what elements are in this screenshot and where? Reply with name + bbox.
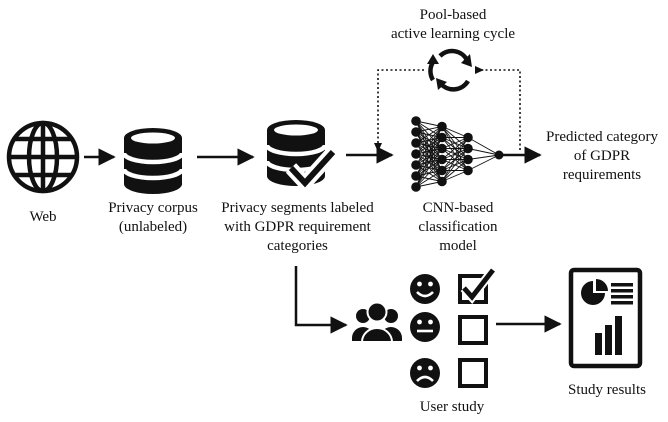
segments-label-line3: categories bbox=[267, 238, 328, 254]
cycle-label: Pool-based active learning cycle bbox=[380, 6, 526, 44]
database-icon bbox=[121, 128, 185, 194]
predicted-label-line3: requirements bbox=[562, 167, 642, 183]
nn-node bbox=[463, 154, 473, 165]
arrow-segments-to-user-study bbox=[294, 266, 348, 334]
user-study-label-text: User study bbox=[419, 399, 485, 415]
cnn-label: CNN-based classification model bbox=[405, 199, 511, 256]
nn-edge bbox=[415, 126, 443, 144]
nn-node bbox=[411, 138, 421, 148]
neural-network-icon bbox=[411, 116, 504, 192]
predicted-label: Predicted category of GDPR requirements bbox=[538, 128, 666, 185]
nn-edge bbox=[415, 137, 443, 188]
refresh-cycle-icon bbox=[428, 48, 470, 92]
nn-edge bbox=[415, 159, 443, 188]
nn-node bbox=[463, 165, 473, 176]
nn-edge bbox=[415, 148, 443, 188]
cycle-label-line1: Pool-based bbox=[419, 7, 487, 23]
nn-edge bbox=[415, 126, 443, 166]
web-label-text: Web bbox=[29, 209, 57, 225]
nn-edge bbox=[415, 126, 443, 155]
nn-node bbox=[437, 165, 447, 176]
nn-edge bbox=[441, 137, 469, 160]
nn-edge bbox=[467, 148, 500, 156]
loop-arrowhead-left bbox=[475, 66, 484, 74]
cnn-label-line3: model bbox=[439, 238, 477, 254]
nn-node bbox=[437, 154, 447, 165]
study-results-label-text: Study results bbox=[568, 382, 646, 398]
nn-edge bbox=[467, 154, 500, 171]
segments-label-line1: Privacy segments labeled bbox=[221, 200, 374, 216]
nn-edge bbox=[467, 137, 500, 156]
users-group-icon bbox=[352, 301, 402, 343]
nn-edge bbox=[415, 126, 443, 177]
corpus-label-line2: (unlabeled) bbox=[118, 219, 188, 235]
predicted-label-line1: Predicted category bbox=[545, 129, 659, 145]
nn-edge bbox=[415, 170, 443, 188]
study-results-label: Study results bbox=[556, 381, 658, 400]
nn-edge bbox=[467, 154, 500, 160]
checkbox-checked-icon bbox=[458, 267, 497, 305]
predicted-label-line2: of GDPR bbox=[573, 148, 631, 164]
nn-node bbox=[463, 132, 473, 143]
segments-label: Privacy segments labeled with GDPR requi… bbox=[210, 199, 385, 256]
smiley-happy-icon bbox=[410, 274, 440, 304]
nn-node bbox=[411, 116, 421, 126]
smiley-neutral-icon bbox=[410, 312, 440, 342]
nn-node bbox=[411, 182, 421, 192]
nn-node bbox=[437, 176, 447, 187]
nn-node bbox=[437, 121, 447, 132]
cycle-arrowheads bbox=[427, 54, 472, 90]
nn-node bbox=[411, 149, 421, 159]
nn-node bbox=[437, 132, 447, 143]
active-learning-loop bbox=[377, 69, 521, 150]
corpus-label-line1: Privacy corpus bbox=[108, 200, 198, 216]
nn-node bbox=[437, 143, 447, 154]
nn-edge bbox=[441, 159, 469, 182]
nn-edge bbox=[441, 148, 469, 182]
database-check-icon bbox=[264, 120, 339, 194]
segments-label-line2: with GDPR requirement bbox=[224, 219, 371, 235]
nn-node bbox=[411, 160, 421, 170]
report-chart-icon bbox=[568, 267, 643, 369]
cnn-label-line2: classification bbox=[418, 219, 498, 235]
corpus-label: Privacy corpus (unlabeled) bbox=[96, 199, 210, 237]
checkbox-empty-icon bbox=[458, 315, 488, 345]
nn-edge bbox=[441, 137, 469, 182]
nn-node bbox=[411, 127, 421, 137]
smiley-sad-icon bbox=[410, 358, 440, 388]
nn-node bbox=[463, 143, 473, 154]
cycle-label-line2: active learning cycle bbox=[390, 26, 516, 42]
user-study-label: User study bbox=[404, 398, 500, 417]
globe-icon bbox=[6, 120, 80, 194]
web-label: Web bbox=[13, 208, 73, 227]
nn-node bbox=[411, 171, 421, 181]
nn-node bbox=[494, 150, 504, 160]
cnn-label-line1: CNN-based bbox=[422, 200, 494, 216]
loop-arrowhead-down bbox=[374, 143, 382, 152]
nn-edge bbox=[441, 137, 469, 171]
checkbox-empty-icon bbox=[458, 358, 488, 388]
